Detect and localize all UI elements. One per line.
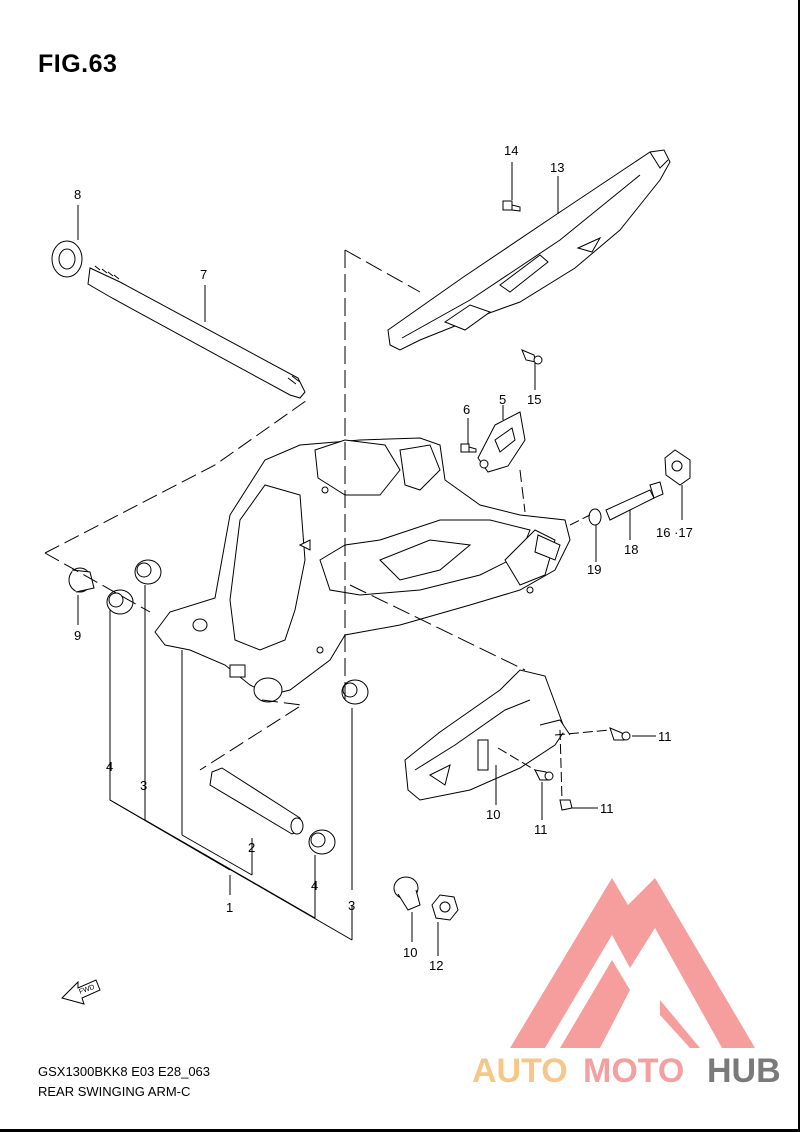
bolt-11-b-part[interactable] [534,769,554,781]
callout-7: 7 [200,267,207,282]
figure-title: FIG.63 [38,50,118,78]
swingarm-part[interactable] [154,437,571,703]
callout-4-a: 4 [106,759,113,774]
callout-11-b: 11 [534,822,548,837]
adjuster-16-17-part[interactable] [664,449,691,486]
bearing-3-upper-part[interactable] [134,559,162,585]
callout-13: 13 [550,160,564,175]
callout-12: 12 [429,958,443,973]
pivot-shaft-part[interactable] [87,265,306,399]
callout-labels: 14 13 8 7 15 6 5 16 ·17 18 19 9 11 4 3 1… [74,143,693,973]
watermark-text: AUTO MOTO HUB [472,1052,781,1090]
diagram-name: REAR SWINGING ARM-C [38,1084,191,1099]
bearing-4-lower-part[interactable] [308,829,336,855]
nut-8-part[interactable] [51,240,83,278]
callout-10-b: 10 [403,945,417,960]
callout-4-b: 4 [311,878,318,893]
watermark-logo [510,878,755,1048]
bearing-3-right-part[interactable] [341,679,369,705]
bolt-15-part[interactable] [521,349,543,365]
collar-10-part[interactable] [393,876,421,911]
sleeve-2-part[interactable] [209,767,304,835]
bush-9-part[interactable] [68,567,95,593]
bolt-18-part[interactable] [605,481,664,521]
callout-2: 2 [248,840,255,855]
callout-1: 1 [226,900,233,915]
callout-16-17: 16 ·17 [656,525,693,540]
callout-14: 14 [504,143,518,158]
callout-3-b: 3 [348,898,355,913]
callout-6: 6 [463,402,470,417]
callout-15: 15 [527,392,541,407]
bearing-4-upper-part[interactable] [106,589,134,615]
callout-3-a: 3 [140,778,147,793]
bolt-6-part[interactable] [460,443,477,453]
fwd-arrow-icon: FWD [61,979,101,1005]
callout-11-a: 11 [658,729,672,744]
chain-case-part[interactable] [387,149,671,351]
bolt-11-c-part[interactable] [559,799,573,811]
watermark-auto: AUTO [472,1052,568,1090]
callout-11-c: 11 [600,801,614,816]
callout-9: 9 [74,628,81,643]
watermark-hub: HUB [707,1052,781,1090]
nut-12-part[interactable] [431,894,459,921]
bolt-14-part[interactable] [502,200,521,212]
callout-5: 5 [499,392,506,407]
chain-guide-part[interactable] [404,669,571,801]
callout-8: 8 [74,187,81,202]
callout-10-a: 10 [486,807,500,822]
callout-18: 18 [624,542,638,557]
callout-19: 19 [587,562,601,577]
frame-right-border [798,0,800,1132]
washer-19-part[interactable] [588,508,602,526]
bolt-11-a-part[interactable] [609,727,631,741]
leader-lines [44,162,683,956]
frame-bottom-border [0,1129,800,1132]
watermark-moto: MOTO [583,1052,684,1090]
bracket-5-part[interactable] [477,411,526,473]
diagram-code: GSX1300BKK8 E03 E28_063 [38,1064,211,1079]
